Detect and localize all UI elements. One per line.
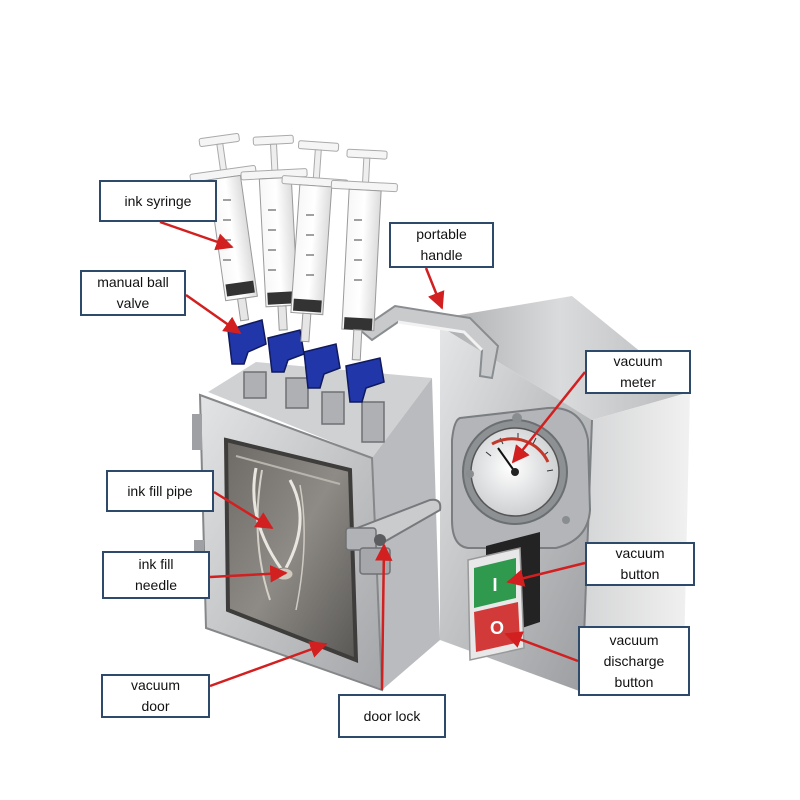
arrow-vacuum-door bbox=[209, 641, 328, 688]
arrow-portable-handle bbox=[424, 267, 445, 310]
label-portable-handle: portable handle bbox=[389, 222, 494, 268]
syringe-3 bbox=[281, 140, 349, 343]
label-ink-syringe: ink syringe bbox=[99, 180, 217, 222]
arrow-vacuum-meter bbox=[511, 371, 586, 464]
arrow-ink-syringe bbox=[159, 220, 234, 251]
arrow-vacuum-button bbox=[506, 561, 586, 587]
portable-handle-part bbox=[358, 304, 500, 380]
label-ink-fill-pipe: ink fill pipe bbox=[106, 470, 214, 512]
vacuum-door-window bbox=[223, 437, 359, 663]
door-lock-part bbox=[345, 498, 442, 575]
arrow-manual-ball-valve bbox=[185, 293, 242, 335]
fittings bbox=[243, 371, 385, 443]
arrow-ink-fill-pipe bbox=[213, 490, 274, 530]
leader-arrows bbox=[159, 220, 586, 691]
label-vacuum-door: vacuum door bbox=[101, 674, 210, 718]
label-vacuum-button: vacuum button bbox=[585, 542, 695, 586]
vacuum-gauge bbox=[451, 406, 592, 549]
label-door-lock: door lock bbox=[338, 694, 446, 738]
label-ink-fill-needle: ink fill needle bbox=[102, 551, 210, 599]
label-vacuum-discharge-button: vacuum discharge button bbox=[578, 626, 690, 696]
arrow-vacuum-discharge-button bbox=[504, 631, 579, 663]
ink-syringes bbox=[189, 133, 398, 361]
label-vacuum-meter: vacuum meter bbox=[585, 350, 691, 394]
vacuum-start-symbol: I bbox=[492, 575, 497, 595]
arrow-door-lock bbox=[375, 543, 393, 691]
manual-ball-valves bbox=[227, 319, 385, 403]
vacuum-stop-symbol: O bbox=[490, 618, 504, 638]
arrow-ink-fill-needle bbox=[209, 565, 288, 583]
label-manual-ball-valve: manual ball valve bbox=[80, 270, 186, 316]
